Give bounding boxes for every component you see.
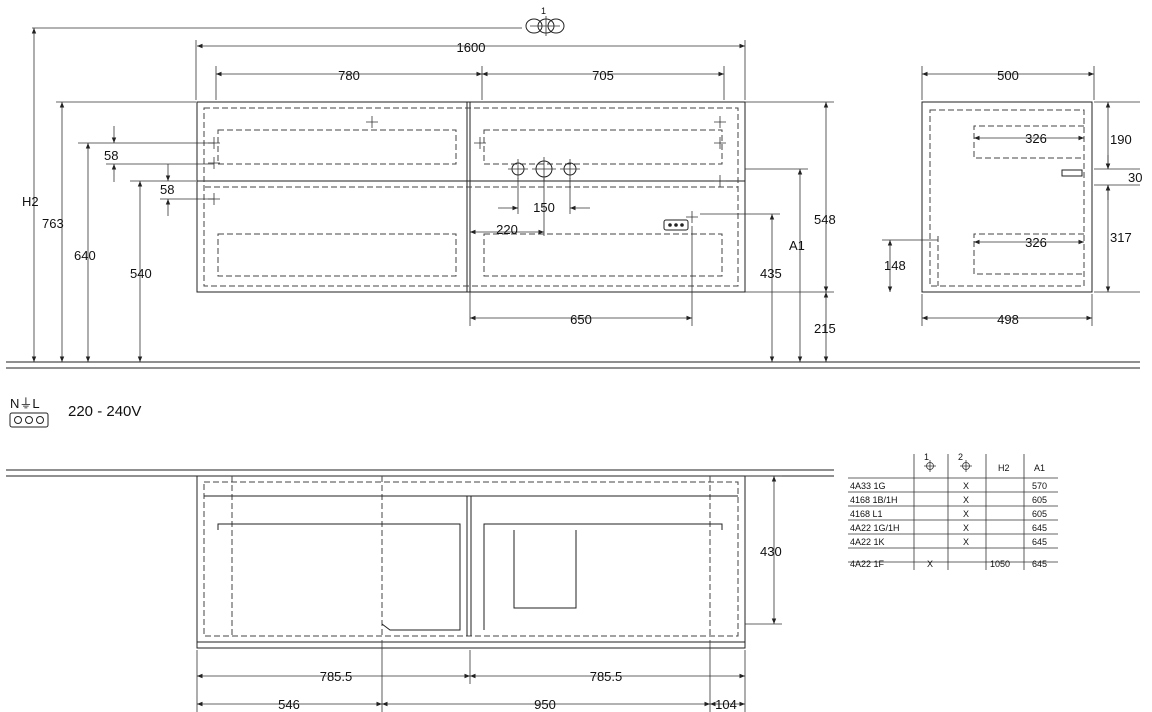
- table-row-a1: 645: [1032, 537, 1047, 547]
- table-row-a1: 605: [1032, 495, 1047, 505]
- table-header-h2: H2: [998, 463, 1010, 473]
- dim-overall-width: 1600: [457, 40, 486, 55]
- dim-190: 190: [1110, 132, 1132, 147]
- dim-a1: A1: [789, 238, 805, 253]
- table-row-code: 4A22 1G/1H: [850, 523, 900, 533]
- floor-line-bottom: [6, 469, 834, 477]
- dim-785a: 785.5: [320, 669, 353, 684]
- table-row-col2: X: [963, 537, 969, 547]
- dim-763: 763: [42, 216, 64, 231]
- table-row-code: 4A22 1K: [850, 537, 885, 547]
- drain-marker-label: 1: [541, 6, 546, 16]
- dim-326b: 326: [1025, 235, 1047, 250]
- dim-326a: 326: [1025, 131, 1047, 146]
- dim-548: 548: [814, 212, 836, 227]
- table-row-h2: 1050: [990, 559, 1010, 569]
- dim-215: 215: [814, 321, 836, 336]
- dim-150: 150: [533, 200, 555, 215]
- socket-icon: [663, 219, 689, 231]
- bottom-view-cabinet: [196, 475, 746, 649]
- table-header-1: 1: [924, 452, 929, 462]
- table-rows: 4A33 1G X 570 4168 1B/1H X 605 4168 L1 X…: [850, 481, 1047, 569]
- dim-30: 30: [1128, 170, 1142, 185]
- dim-58a: 58: [104, 148, 118, 163]
- dim-h2: H2: [22, 194, 39, 209]
- dim-640: 640: [74, 248, 96, 263]
- dim-left-drawer-width: 780: [338, 68, 360, 83]
- dim-435: 435: [760, 266, 782, 281]
- tap-holes: [508, 157, 580, 181]
- table-row-col2: X: [963, 481, 969, 491]
- dim-104: 104: [715, 697, 737, 712]
- dim-950: 950: [534, 697, 556, 712]
- dim-148: 148: [884, 258, 906, 273]
- electrical-symbol: N⏚L: [10, 396, 40, 411]
- table-row-col2: X: [963, 523, 969, 533]
- side-view-cabinet: [921, 101, 1093, 293]
- table-row-code: 4168 1B/1H: [850, 495, 898, 505]
- table-header-2: 2: [958, 452, 963, 462]
- electrical-socket-icon: [9, 412, 49, 428]
- variant-table: [848, 454, 1058, 570]
- drain-marker-icon: [525, 16, 565, 36]
- table-row-col2: X: [963, 509, 969, 519]
- table-header-a1: A1: [1034, 463, 1045, 473]
- dim-220: 220: [496, 222, 518, 237]
- dim-430: 430: [760, 544, 782, 559]
- dim-785b: 785.5: [590, 669, 623, 684]
- dim-right-drawer-width: 705: [592, 68, 614, 83]
- dim-58b: 58: [160, 182, 174, 197]
- front-view-cabinet: [196, 101, 746, 293]
- table-row-a1: 570: [1032, 481, 1047, 491]
- table-row-col1: X: [927, 559, 933, 569]
- table-row-code: 4A22 1F: [850, 559, 885, 569]
- dim-317: 317: [1110, 230, 1132, 245]
- dim-546: 546: [278, 697, 300, 712]
- table-row-code: 4A33 1G: [850, 481, 886, 491]
- table-row-a1: 605: [1032, 509, 1047, 519]
- table-row-col2: X: [963, 495, 969, 505]
- table-row-code: 4168 L1: [850, 509, 883, 519]
- voltage-label: 220 - 240V: [68, 403, 141, 420]
- dim-650: 650: [570, 312, 592, 327]
- dim-side-width-bottom: 498: [997, 312, 1019, 327]
- table-row-a1: 645: [1032, 523, 1047, 533]
- table-row-a1: 645: [1032, 559, 1047, 569]
- floor-line-top: [6, 361, 1140, 369]
- dim-side-width-top: 500: [997, 68, 1019, 83]
- dim-540: 540: [130, 266, 152, 281]
